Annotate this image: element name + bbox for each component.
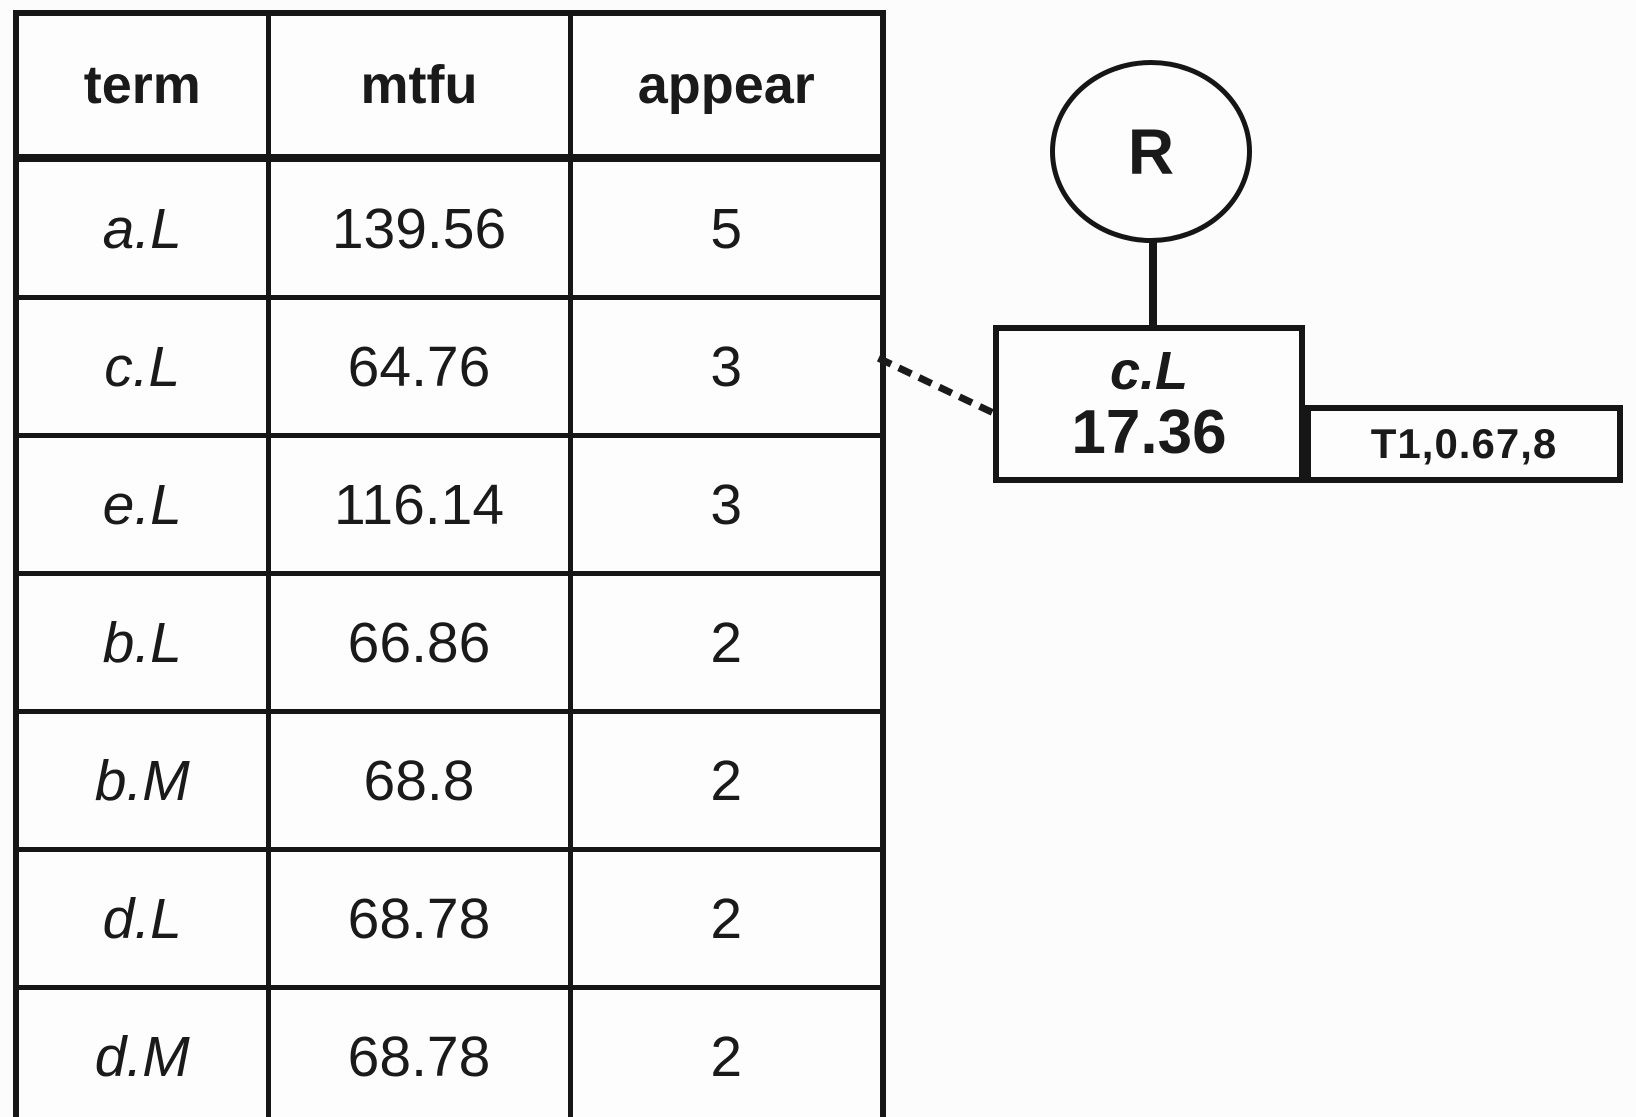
term-cell: d.L bbox=[13, 847, 271, 990]
table-row: d.M 68.78 2 bbox=[13, 985, 886, 1117]
term-cell: e.L bbox=[13, 433, 271, 576]
mtfu-cell: 66.86 bbox=[265, 571, 573, 714]
root-node-label: R bbox=[1127, 115, 1175, 188]
appear-cell: 2 bbox=[567, 709, 886, 852]
table-row: b.M 68.8 2 bbox=[13, 709, 886, 852]
dashed-connector-line bbox=[876, 355, 994, 416]
table-row: b.L 66.86 2 bbox=[13, 571, 886, 714]
term-cell: c.L bbox=[13, 295, 271, 438]
appear-cell: 2 bbox=[567, 847, 886, 990]
mtfu-cell: 64.76 bbox=[265, 295, 573, 438]
table-row: d.L 68.78 2 bbox=[13, 847, 886, 990]
table-header-row: term mtfu appear bbox=[13, 10, 886, 162]
table-row: a.L 139.56 5 bbox=[13, 155, 886, 300]
appear-cell: 3 bbox=[567, 433, 886, 576]
table-row: c.L 64.76 3 bbox=[13, 295, 886, 438]
mtfu-cell: 139.56 bbox=[265, 155, 573, 300]
appear-cell: 5 bbox=[567, 155, 886, 300]
mtfu-cell: 116.14 bbox=[265, 433, 573, 576]
root-node-circle: R bbox=[1050, 60, 1252, 243]
root-to-node-connector bbox=[1149, 240, 1157, 328]
tree-node-label: c.L bbox=[1109, 341, 1189, 402]
appear-cell: 3 bbox=[567, 295, 886, 438]
mtfu-cell: 68.78 bbox=[265, 985, 573, 1117]
mtfu-table: term mtfu appear a.L 139.56 5 c.L 64.76 … bbox=[13, 10, 886, 1117]
appear-cell: 2 bbox=[567, 571, 886, 714]
annotation-text: T1,0.67,8 bbox=[1370, 420, 1558, 467]
table-row: e.L 116.14 3 bbox=[13, 433, 886, 576]
header-term: term bbox=[13, 10, 271, 162]
mtfu-cell: 68.8 bbox=[265, 709, 573, 852]
term-cell: b.L bbox=[13, 571, 271, 714]
tree-node-value: 17.36 bbox=[1071, 397, 1227, 467]
appear-cell: 2 bbox=[567, 985, 886, 1117]
term-cell: b.M bbox=[13, 709, 271, 852]
tree-node-box: c.L 17.36 bbox=[993, 325, 1305, 483]
annotation-box: T1,0.67,8 bbox=[1305, 405, 1623, 483]
term-cell: a.L bbox=[13, 155, 271, 300]
mtfu-cell: 68.78 bbox=[265, 847, 573, 990]
term-cell: d.M bbox=[13, 985, 271, 1117]
header-mtfu: mtfu bbox=[265, 10, 573, 162]
header-appear: appear bbox=[567, 10, 886, 162]
